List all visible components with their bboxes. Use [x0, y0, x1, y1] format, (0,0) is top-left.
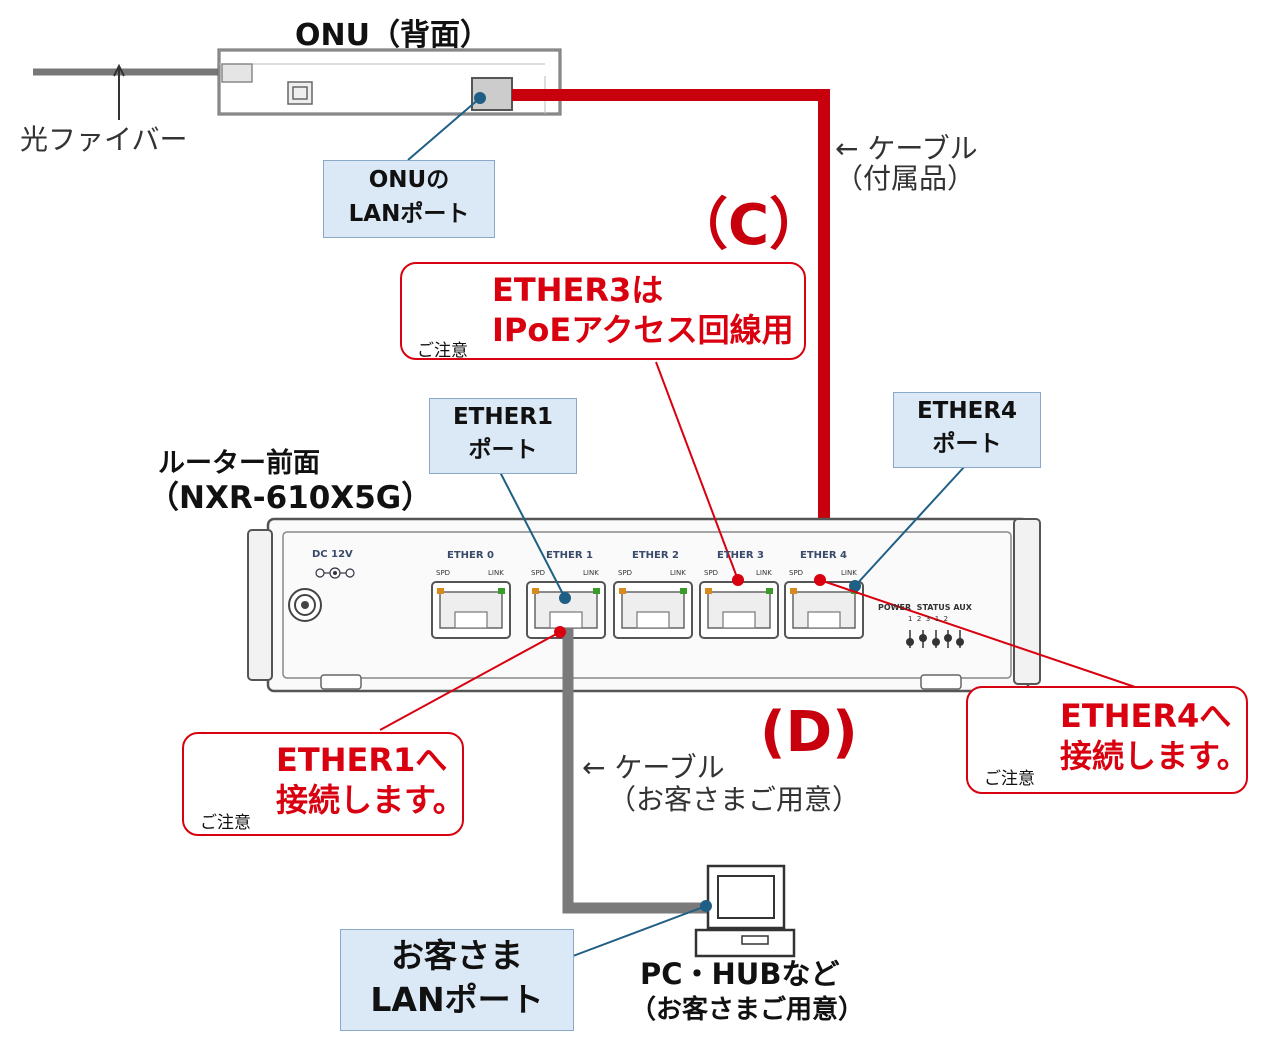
cable-c-label: ← ケーブル （付属品）	[835, 134, 978, 194]
link-label-0: LINK	[488, 569, 504, 577]
router-title: ルーター前面 （NXR-610X5G）	[148, 447, 432, 515]
alert-ether3	[400, 262, 806, 360]
cable-c-label-line1: ← ケーブル	[835, 132, 978, 165]
alert-ether1-caution: ご注意	[200, 813, 251, 833]
port-ether0	[431, 581, 511, 639]
port-label-ether2: ETHER 2	[632, 550, 679, 561]
alert-ether4-line2: 接続します。	[1060, 737, 1249, 775]
status-leds	[906, 630, 964, 648]
status-numbers: 1 2 3 1 2	[908, 615, 949, 623]
ether1-box-line1: ETHER1	[452, 404, 554, 430]
pc-label: PC・HUBなど （お客さまご用意）	[630, 956, 864, 1028]
port-label-ether3: ETHER 3	[717, 550, 764, 561]
router-title-line2: （NXR-610X5G）	[148, 480, 433, 516]
alert-ether4	[966, 686, 1248, 794]
alert-ether3-line2: IPoEアクセス回線用	[492, 311, 794, 349]
ether1-box-line2: ポート	[468, 437, 538, 463]
router-device	[247, 517, 1041, 693]
cable-c-marker: （C）	[672, 193, 826, 258]
spd-label-2: SPD	[618, 569, 633, 577]
port-label-ether4: ETHER 4	[800, 550, 847, 561]
link-label-3: LINK	[756, 569, 772, 577]
customer-lan-port-box: お客さま LANポート	[340, 929, 574, 1031]
onu-lan-port-line1: ONUの	[368, 167, 450, 193]
port-ether2	[613, 581, 693, 639]
alert-ether1	[182, 732, 464, 836]
port-label-ether1: ETHER 1	[546, 550, 593, 561]
cable-d	[562, 628, 712, 914]
status-label: POWER STATUS AUX	[878, 603, 972, 612]
port-label-ether0: ETHER 0	[447, 550, 494, 561]
pc-label-line2: （お客さまご用意）	[630, 995, 865, 1025]
spd-label-1: SPD	[531, 569, 546, 577]
onu-title: ONU（背面）	[295, 18, 490, 53]
spd-label-4: SPD	[789, 569, 804, 577]
spd-label-0: SPD	[436, 569, 451, 577]
ether1-port-box: ETHER1 ポート	[429, 398, 577, 474]
alert-ether1-line2: 接続します。	[276, 781, 465, 819]
alert-ether3-caution: ご注意	[417, 341, 468, 361]
alert-ether4-caution: ご注意	[984, 769, 1035, 789]
spd-label-3: SPD	[704, 569, 719, 577]
port-ether4	[784, 581, 864, 639]
cable-c	[512, 89, 830, 580]
alert-ether4-line1: ETHER4へ	[1060, 697, 1232, 735]
pc-label-line1: PC・HUBなど	[640, 957, 840, 991]
cable-d-label-line2: （お客さまご用意）	[608, 783, 861, 816]
pc-icon	[694, 864, 796, 958]
ether4-box-line1: ETHER4	[916, 398, 1018, 424]
ether4-port-box: ETHER4 ポート	[893, 392, 1041, 468]
link-label-4: LINK	[841, 569, 857, 577]
customer-lan-line2: LANポート	[370, 980, 544, 1019]
alert-ether1-line1: ETHER1へ	[276, 741, 448, 779]
ether4-box-line2: ポート	[932, 431, 1002, 457]
port-ether3	[699, 581, 779, 639]
alert-ether3-line1: ETHER3は	[492, 271, 664, 309]
router-title-line1: ルーター前面	[158, 448, 320, 479]
cable-d-label: ← ケーブル （お客さまご用意）	[582, 752, 860, 816]
dc-label: DC 12V	[312, 549, 353, 560]
onu-device	[217, 48, 562, 116]
cable-d-marker: (D)	[760, 700, 858, 765]
cable-c-label-line2: （付属品）	[835, 162, 976, 195]
cable-d-label-line1: ← ケーブル	[582, 751, 725, 784]
link-label-2: LINK	[670, 569, 686, 577]
onu-lan-port-line2: LANポート	[348, 201, 470, 227]
customer-lan-line1: お客さま	[391, 936, 523, 975]
onu-lan-port-box: ONUの LANポート	[323, 160, 495, 238]
link-label-1: LINK	[583, 569, 599, 577]
fiber-label: 光ファイバー	[20, 123, 188, 156]
